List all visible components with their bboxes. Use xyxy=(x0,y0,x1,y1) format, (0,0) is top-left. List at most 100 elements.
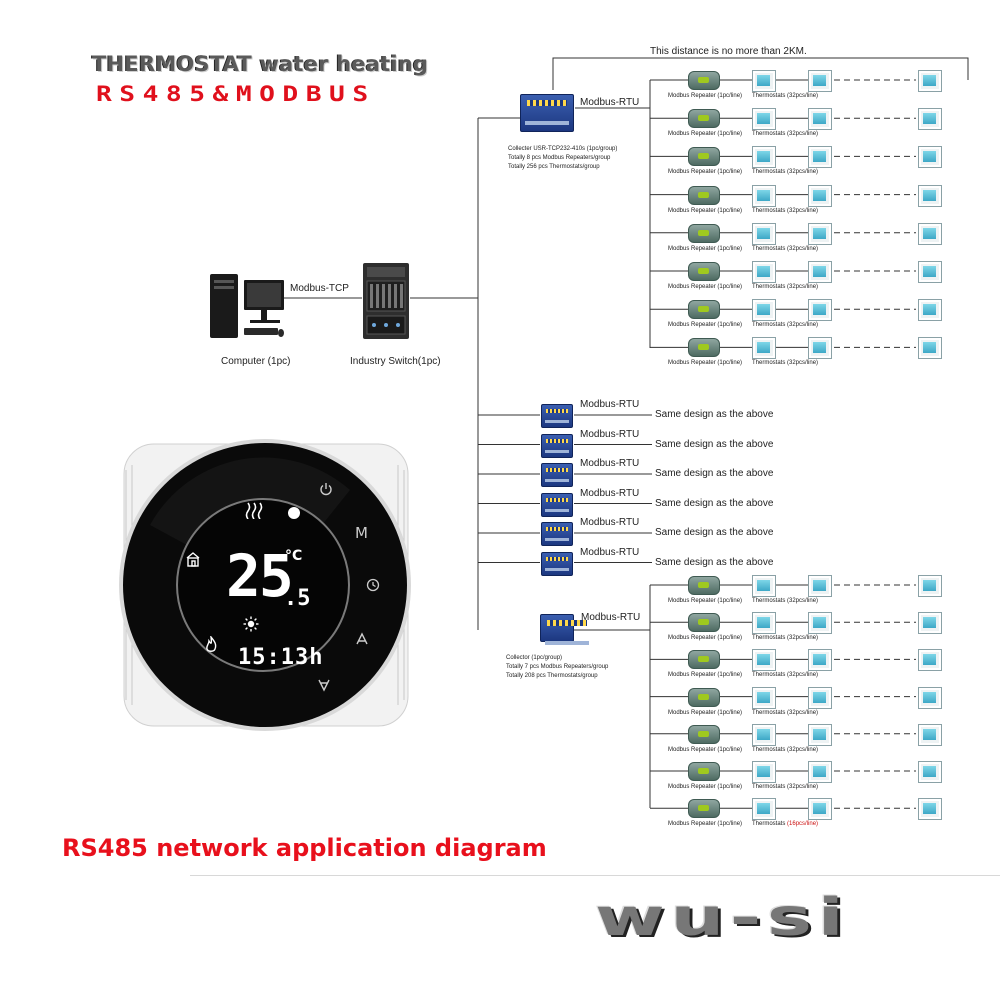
repeater-label: Modbus Repeater (1pc/line) xyxy=(668,635,743,642)
thermostat-icon xyxy=(918,612,942,635)
diagram-subtitle: RS485&MODBUS xyxy=(96,82,376,106)
brand-logo: wu-si xyxy=(595,888,850,948)
modbus-repeater-icon xyxy=(688,223,720,243)
thermostat-icon xyxy=(752,146,776,169)
bottom-collector-line-2: Totally 7 pcs Modbus Repeaters/group xyxy=(506,664,609,670)
protocol-label: Modbus-RTU xyxy=(580,458,640,469)
repeater-label: Modbus Repeater (1pc/line) xyxy=(668,821,743,828)
modbus-repeater-icon xyxy=(688,338,720,358)
thermostat-icon xyxy=(808,723,832,746)
bottom-collector-line-1: Collector (1pc/group) xyxy=(506,655,563,661)
thermostat-icon xyxy=(808,299,832,322)
top-collector-icon xyxy=(520,94,574,132)
collector-icon xyxy=(541,404,573,428)
power-icon[interactable] xyxy=(319,482,333,496)
heating-icon xyxy=(245,501,263,520)
diagram-title: THERMOSTAT water heating xyxy=(92,52,429,76)
thermostat-icon xyxy=(808,761,832,783)
top-collector-line-3: Totally 256 pcs Thermostats/group xyxy=(508,164,600,170)
thermostat-icon xyxy=(808,337,832,360)
thermostat-icon xyxy=(752,575,776,597)
thermostat-label-prefix: Thermostats xyxy=(752,821,788,828)
thermostat-icon xyxy=(808,184,832,207)
thermostat-label: Thermostats (32pcs/line) xyxy=(752,93,819,99)
modbus-tcp-label: Modbus-TCP xyxy=(290,283,349,294)
modbus-repeater-icon xyxy=(688,262,720,281)
bottom-protocol-label: Modbus-RTU xyxy=(581,612,641,623)
thermostat-icon xyxy=(918,222,942,245)
thermostat-icon xyxy=(808,146,832,169)
repeater-label: Modbus Repeater (1pc/line) xyxy=(668,672,743,679)
industry-switch-label: Industry Switch(1pc) xyxy=(350,356,441,367)
thermostat-label: Thermostats (32pcs/line) xyxy=(752,169,819,176)
mode-button[interactable]: M xyxy=(355,524,368,542)
thermostat-label: Thermostats (32pcs/line) xyxy=(752,360,819,367)
brand-divider xyxy=(190,875,1000,876)
modbus-repeater-icon xyxy=(688,147,720,167)
thermostat-icon xyxy=(918,70,942,92)
protocol-label: Modbus-RTU xyxy=(580,428,640,440)
thermostat-label: Thermostats (32pcs/line) xyxy=(752,672,819,679)
top-protocol-label: Modbus-RTU xyxy=(580,97,640,108)
temperature-readout: 25 xyxy=(226,542,294,610)
thermostat-icon xyxy=(918,184,942,207)
thermostat-icon xyxy=(752,261,776,283)
repeater-label: Modbus Repeater (1pc/line) xyxy=(668,93,743,99)
thermostat-label: Thermostats (32pcs/line) xyxy=(752,207,819,214)
thermostat-icon xyxy=(808,575,832,597)
modbus-repeater-icon xyxy=(688,300,720,320)
repeater-label: Modbus Repeater (1pc/line) xyxy=(668,169,743,176)
thermostat-icon xyxy=(808,108,832,131)
sun-icon xyxy=(243,616,259,632)
same-design-note: Same design as the above xyxy=(655,497,774,509)
thermostat-label: Thermostats (32pcs/line) xyxy=(752,746,819,753)
time-readout: 15:13h xyxy=(238,645,324,670)
collector-icon xyxy=(541,522,573,546)
top-collector-line-2: Totally 8 pcs Modbus Repeaters/group xyxy=(508,155,611,161)
thermostat-label: Thermostats (32pcs/line) xyxy=(752,598,819,604)
thermostat-icon xyxy=(918,337,942,360)
modbus-repeater-icon xyxy=(688,71,720,90)
thermostat-icon xyxy=(752,299,776,322)
thermostat-icon xyxy=(808,649,832,672)
modbus-repeater-icon xyxy=(688,109,720,129)
thermostat-product xyxy=(110,430,420,740)
thermostat-icon xyxy=(752,70,776,92)
same-design-note: Same design as the above xyxy=(655,527,774,538)
thermostat-icon xyxy=(808,222,832,245)
repeater-label: Modbus Repeater (1pc/line) xyxy=(668,131,743,138)
repeater-label: Modbus Repeater (1pc/line) xyxy=(668,322,743,329)
thermostat-icon xyxy=(808,686,832,709)
thermostat-icon xyxy=(918,761,942,783)
clock-icon[interactable] xyxy=(366,578,380,592)
thermostat-icon xyxy=(752,649,776,672)
thermostat-label: Thermostats (32pcs/line) xyxy=(752,322,819,329)
thermostat-label: Thermostats (32pcs/line) xyxy=(752,131,819,138)
thermostat-icon xyxy=(918,108,942,131)
modbus-repeater-icon xyxy=(688,724,720,744)
modbus-repeater-icon xyxy=(688,799,720,819)
same-design-note: Same design as the above xyxy=(655,556,774,568)
repeater-label: Modbus Repeater (1pc/line) xyxy=(668,360,743,367)
thermostat-label: Thermostats (32pcs/line) xyxy=(752,709,819,716)
thermostat-icon xyxy=(752,761,776,783)
same-design-note: Same design as the above xyxy=(655,468,774,479)
collector-icon xyxy=(541,433,573,458)
thermostat-icon xyxy=(808,261,832,283)
collector-icon xyxy=(541,463,573,487)
flame-icon xyxy=(203,634,219,654)
thermostat-icon xyxy=(918,575,942,597)
thermostat-icon xyxy=(918,299,942,322)
down-arrow-icon[interactable] xyxy=(317,678,331,692)
thermostat-label: Thermostats (32pcs/line) xyxy=(752,635,819,642)
application-diagram-title: RS485 network application diagram xyxy=(62,834,547,862)
thermostat-label: Thermostats (16pcs/line) xyxy=(752,821,818,827)
home-icon xyxy=(184,550,202,568)
repeater-label: Modbus Repeater (1pc/line) xyxy=(668,245,743,252)
thermostat-icon xyxy=(752,686,776,709)
temperature-decimal: .5 xyxy=(284,586,311,611)
wifi-icon xyxy=(288,507,300,519)
up-arrow-icon[interactable] xyxy=(355,632,369,646)
protocol-label: Modbus-RTU xyxy=(580,487,640,499)
